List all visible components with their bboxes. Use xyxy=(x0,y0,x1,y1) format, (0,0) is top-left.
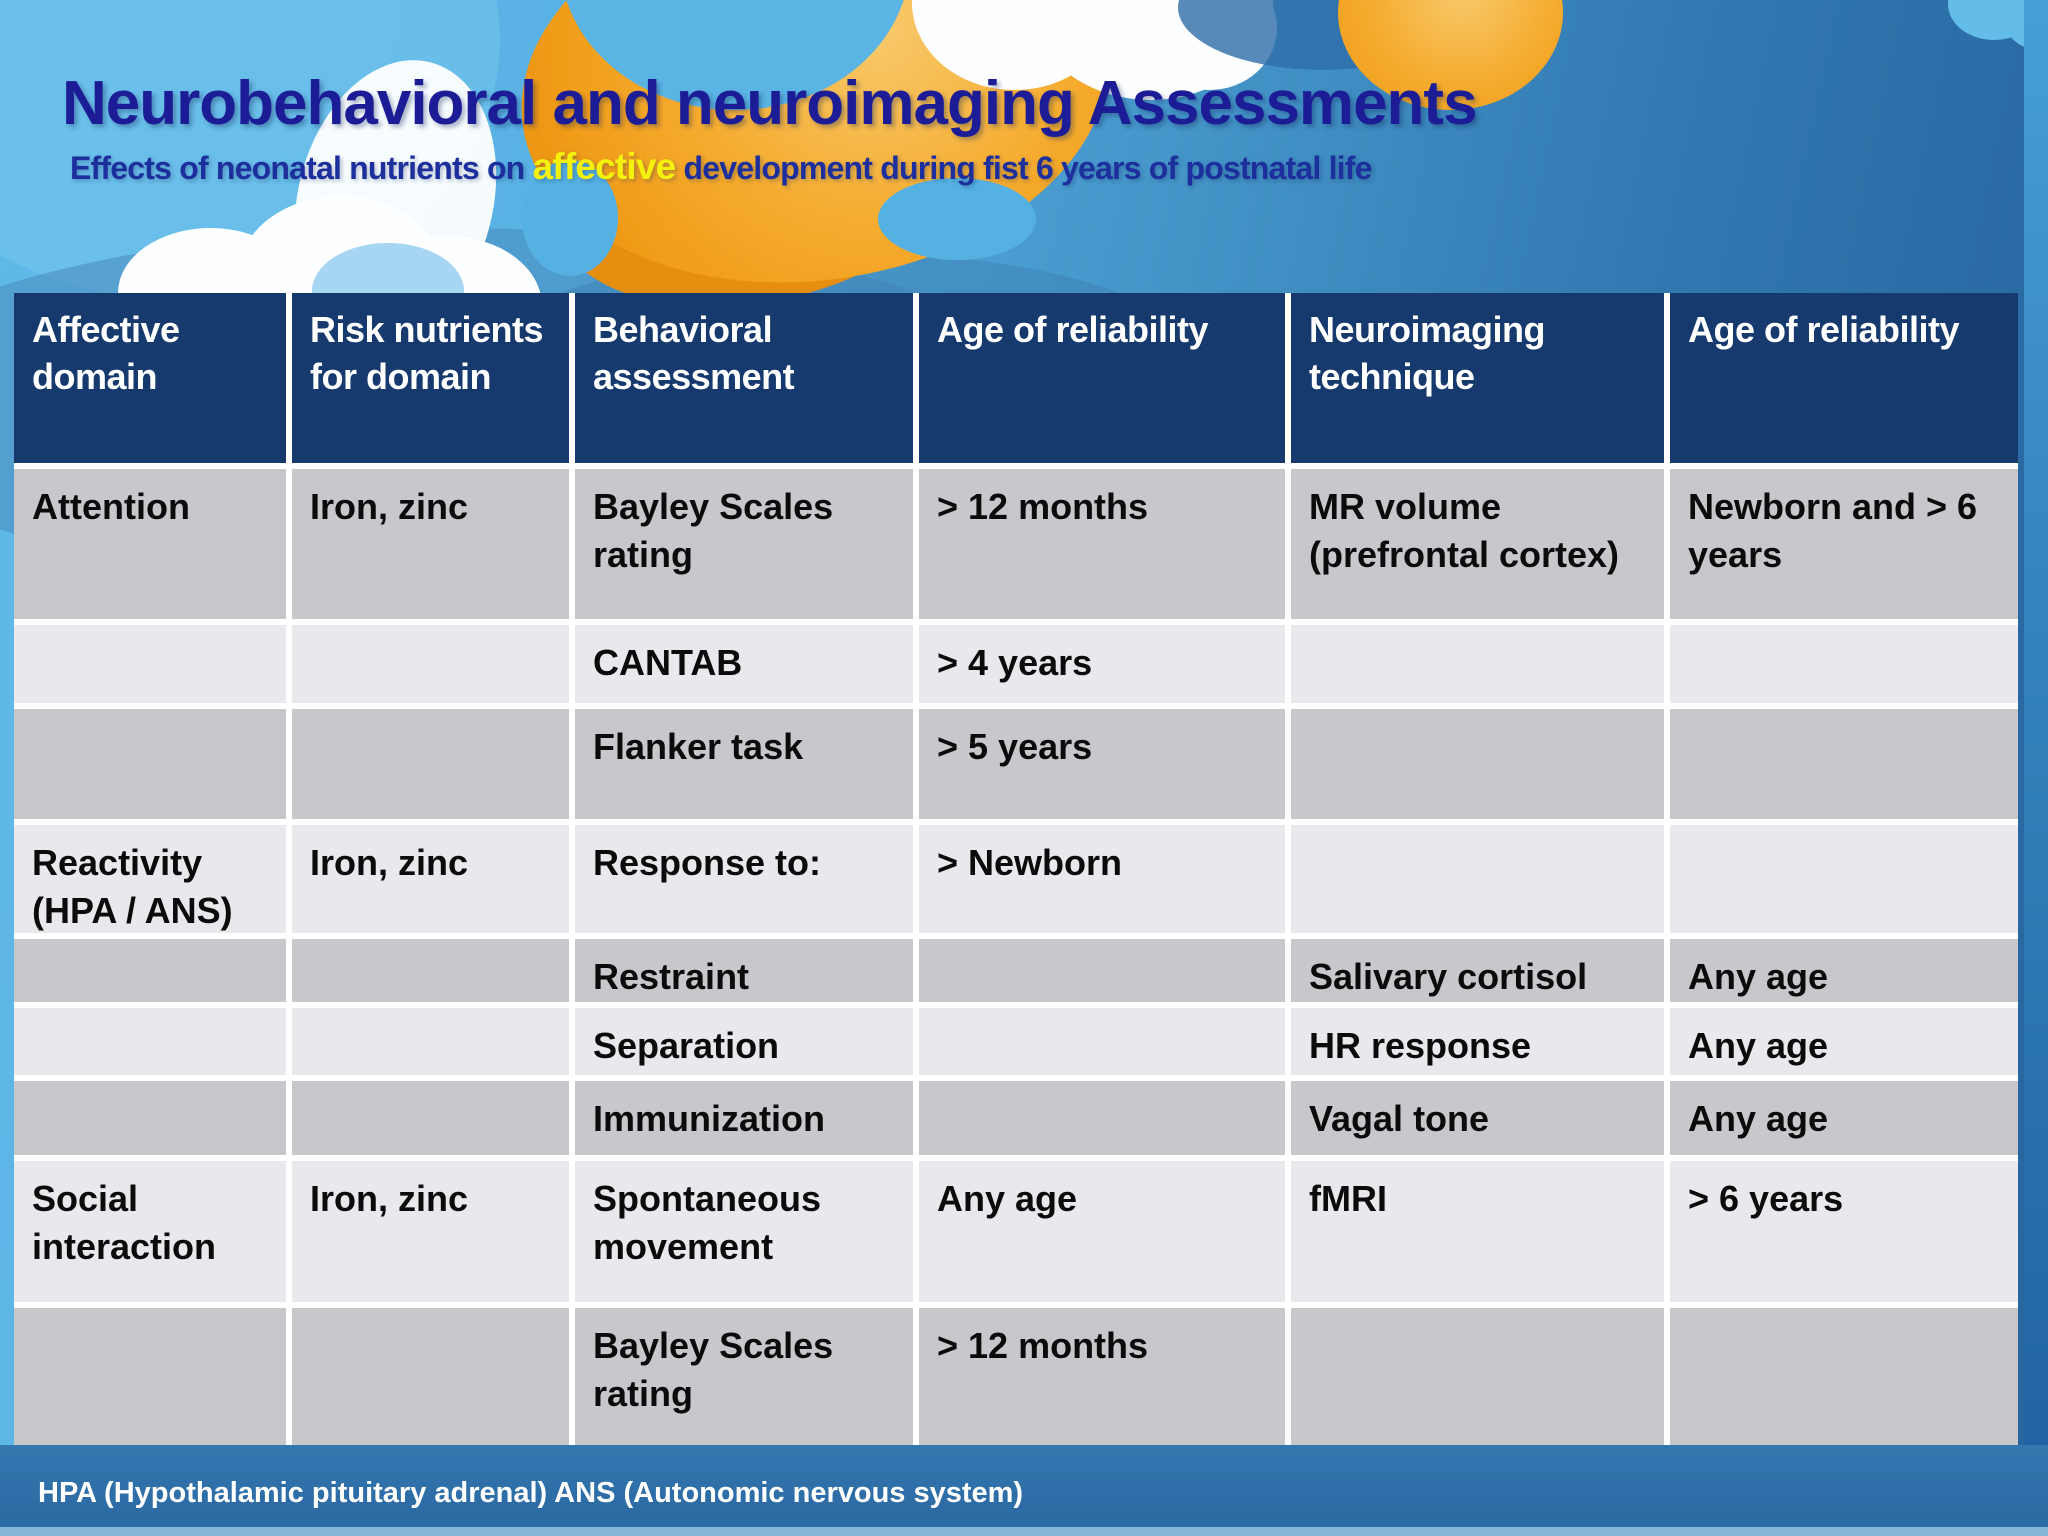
column-header-affective-domain: Affective domain xyxy=(14,293,286,463)
table-cell: Restraint xyxy=(575,939,913,1002)
table-cell xyxy=(292,1081,569,1155)
table-cell: CANTAB xyxy=(575,625,913,703)
table-cell: Immunization xyxy=(575,1081,913,1155)
table-cell: Iron, zinc xyxy=(292,825,569,933)
table-cell: Bayley Scales rating xyxy=(575,469,913,619)
table-cell: Iron, zinc xyxy=(292,469,569,619)
column-header-risk-nutrients: Risk nutrients for domain xyxy=(292,293,569,463)
table-cell xyxy=(1670,1308,2018,1445)
table-cell xyxy=(14,1308,286,1445)
footer-note: HPA (Hypothalamic pituitary adrenal) ANS… xyxy=(38,1477,1024,1509)
table-cell xyxy=(1670,709,2018,819)
table-cell xyxy=(919,939,1285,1002)
table-cell xyxy=(292,1308,569,1445)
table-cell: Response to: xyxy=(575,825,913,933)
column-header-age-of-reliability-1: Age of reliability xyxy=(919,293,1285,463)
table-cell: Any age xyxy=(1670,939,2018,1002)
table-cell: HR response xyxy=(1291,1008,1664,1075)
blue-ellipse-shape xyxy=(878,178,1036,260)
table-cell: Any age xyxy=(1670,1008,2018,1075)
table-cell xyxy=(14,709,286,819)
table-cell xyxy=(1291,1308,1664,1445)
table-cell: > 12 months xyxy=(919,469,1285,619)
table-cell: Iron, zinc xyxy=(292,1161,569,1302)
table-cell: Any age xyxy=(1670,1081,2018,1155)
bottom-edge-strip xyxy=(0,1527,2048,1536)
subtitle-highlight: affective xyxy=(532,146,677,187)
subtitle-suffix: development during fist 6 years of postn… xyxy=(675,150,1373,186)
table-cell: Vagal tone xyxy=(1291,1081,1664,1155)
table-cell: Spontaneous movement xyxy=(575,1161,913,1302)
table-cell xyxy=(1670,625,2018,703)
table-cell: Reactivity (HPA / ANS) xyxy=(14,825,286,933)
table-cell xyxy=(14,939,286,1002)
table-cell: > 6 years xyxy=(1670,1161,2018,1302)
table-cell xyxy=(292,709,569,819)
table-cell: Social interaction xyxy=(14,1161,286,1302)
table-cell xyxy=(14,1008,286,1075)
table-cell: MR volume (prefrontal cortex) xyxy=(1291,469,1664,619)
table-cell: Bayley Scales rating xyxy=(575,1308,913,1445)
table-cell: fMRI xyxy=(1291,1161,1664,1302)
table-cell: Salivary cortisol xyxy=(1291,939,1664,1002)
assessments-table: Affective domain Risk nutrients for doma… xyxy=(14,293,2018,1445)
slide-subtitle: Effects of neonatal nutrients on affecti… xyxy=(70,146,1970,188)
column-header-age-of-reliability-2: Age of reliability xyxy=(1670,293,2018,463)
table-cell: > Newborn xyxy=(919,825,1285,933)
table-cell xyxy=(1291,825,1664,933)
table-cell xyxy=(292,1008,569,1075)
subtitle-prefix: Effects of neonatal nutrients on xyxy=(70,150,533,186)
sky-circle-shape xyxy=(522,160,618,276)
table-cell: > 5 years xyxy=(919,709,1285,819)
table-cell xyxy=(292,939,569,1002)
right-edge-stripe xyxy=(2024,0,2048,1536)
table-cell: Separation xyxy=(575,1008,913,1075)
table-cell: Flanker task xyxy=(575,709,913,819)
table-cell xyxy=(292,625,569,703)
table-cell: Any age xyxy=(919,1161,1285,1302)
column-header-behavioral-assessment: Behavioral assessment xyxy=(575,293,913,463)
table-cell xyxy=(1291,709,1664,819)
table-cell xyxy=(919,1081,1285,1155)
table-cell xyxy=(14,1081,286,1155)
table-cell xyxy=(14,625,286,703)
page-title: Neurobehavioral and neuroimaging Assessm… xyxy=(62,69,1478,138)
table-cell xyxy=(1291,625,1664,703)
table-cell: Newborn and > 6 years xyxy=(1670,469,2018,619)
table-cell: > 12 months xyxy=(919,1308,1285,1445)
table-cell xyxy=(919,1008,1285,1075)
column-header-neuroimaging-technique: Neuroimaging technique xyxy=(1291,293,1664,463)
table-cell: Attention xyxy=(14,469,286,619)
table-cell: > 4 years xyxy=(919,625,1285,703)
footer-bar: HPA (Hypothalamic pituitary adrenal) ANS… xyxy=(0,1445,2048,1536)
table-cell xyxy=(1670,825,2018,933)
